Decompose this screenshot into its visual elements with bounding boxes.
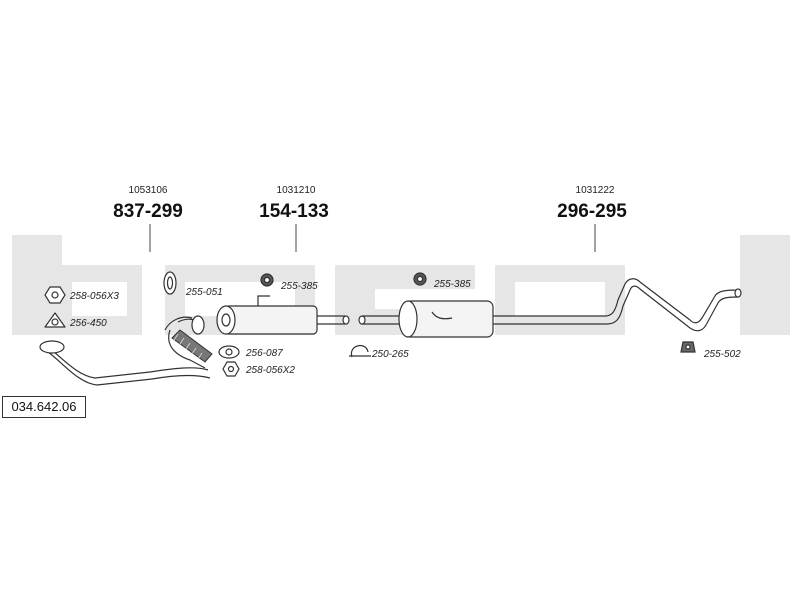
rear-silencer-assembly [358, 278, 742, 338]
middle-silencer [216, 295, 350, 335]
accessory-label: 255-502 [703, 349, 741, 360]
rubber-mount-icon [163, 271, 177, 295]
front-pipe [39, 315, 211, 386]
part-number-label: 1031210 [277, 185, 316, 196]
clamp-icon [349, 344, 371, 358]
rubber-mount-icon [680, 341, 696, 353]
nut-icon [44, 286, 66, 304]
accessory-label: 250-265 [371, 349, 409, 360]
watermark-cutouts [72, 282, 605, 316]
accessory-label: 255-385 [433, 279, 471, 290]
accessory-label: 255-385 [280, 281, 318, 292]
accessory-label: 256-087 [245, 348, 283, 359]
part-code-label: 154-133 [259, 201, 329, 222]
callout-leaders [149, 224, 596, 252]
rubber-ring-icon [413, 272, 427, 286]
part-number-label: 1031222 [576, 185, 615, 196]
flange-gasket-icon [218, 345, 240, 359]
accessory-label: 258-056X2 [245, 365, 295, 376]
part-code-label: 837-299 [113, 201, 183, 222]
flex-section [171, 329, 213, 363]
rubber-ring-icon [260, 273, 274, 287]
part-code-label: 296-295 [557, 201, 627, 222]
nut-icon [222, 361, 240, 377]
accessory-label: 256-450 [69, 318, 107, 329]
accessory-label: 258-056X3 [69, 291, 119, 302]
part-number-label: 1053106 [129, 185, 168, 196]
catalog-reference-box: 034.642.06 [2, 396, 86, 418]
triangle-gasket-icon [44, 312, 66, 328]
accessory-label: 255-051 [185, 287, 223, 298]
